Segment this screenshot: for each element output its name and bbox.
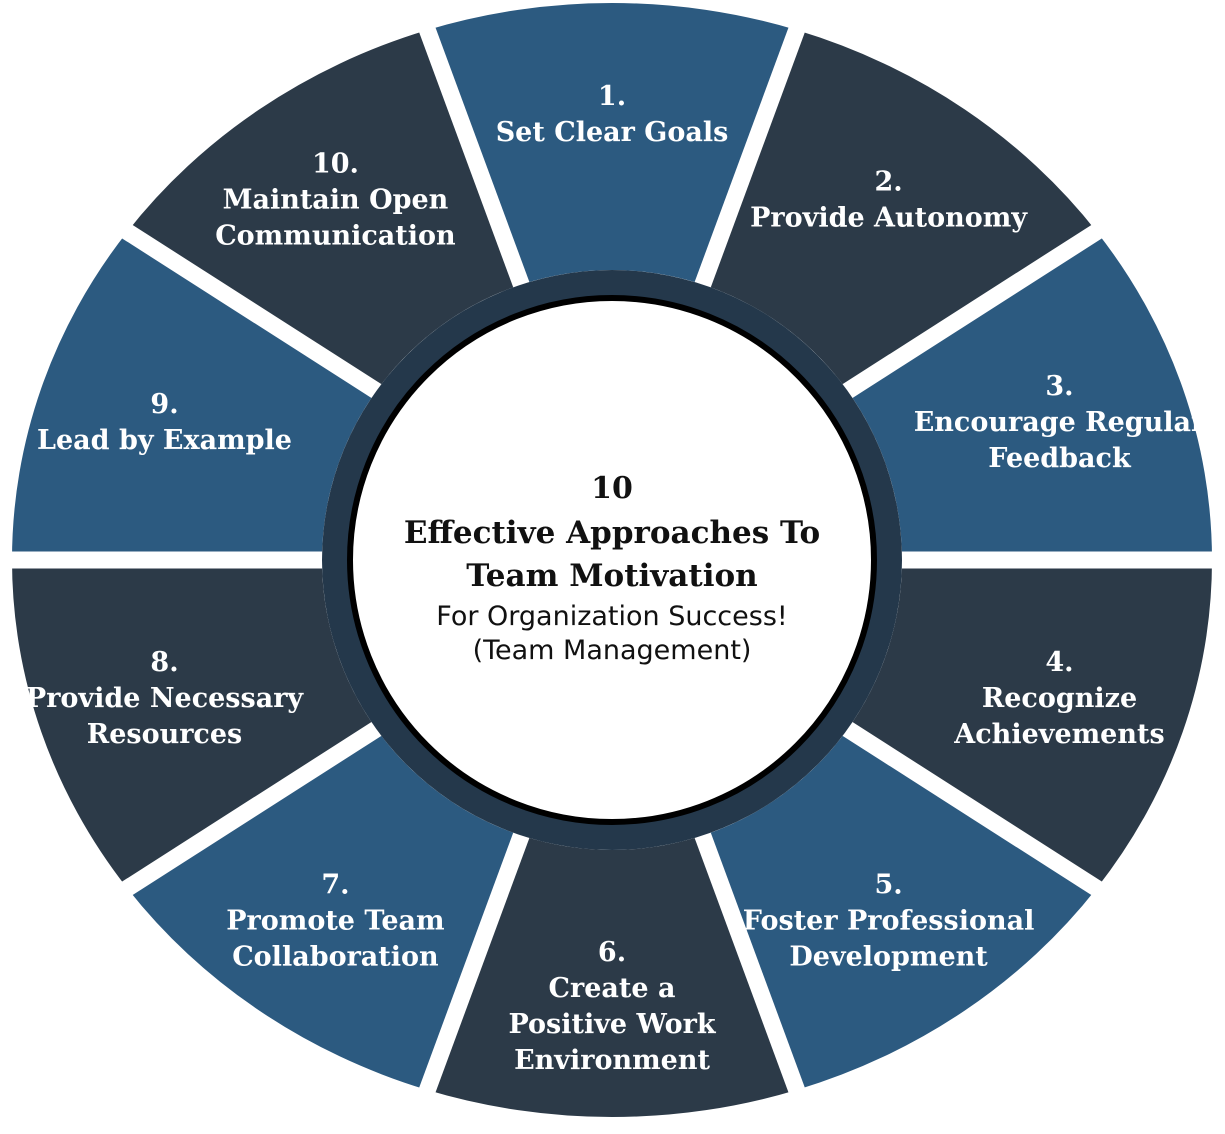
segment-3 xyxy=(846,232,1212,560)
segment-number: 8. xyxy=(150,647,178,678)
segment-label-9: 9. Lead by Example xyxy=(37,389,292,456)
divider-6 xyxy=(684,804,812,1112)
segment-text-line: Collaboration xyxy=(232,942,439,973)
segment-text-line: Foster Professional xyxy=(743,906,1035,937)
center-title-line-1: Effective Approaches To xyxy=(404,515,820,551)
segment-text-line: Provide Autonomy xyxy=(750,202,1028,233)
segment-text-line: Communication xyxy=(215,220,456,251)
wheel-segments xyxy=(12,3,1212,1117)
segment-1 xyxy=(426,3,798,285)
segment-label-1: 1. Set Clear Goals xyxy=(496,81,729,148)
center-disc xyxy=(347,295,877,825)
segment-number: 4. xyxy=(1045,647,1073,678)
segment-text-line: Promote Team xyxy=(226,906,444,937)
segment-number: 9. xyxy=(150,389,178,420)
segment-label-2: 2. Provide Autonomy xyxy=(750,166,1028,233)
segment-text-line: Provide Necessary xyxy=(26,683,305,714)
segment-10 xyxy=(126,30,523,390)
divider-7 xyxy=(412,804,540,1112)
segment-number: 1. xyxy=(598,81,626,112)
segment-text-line: Positive Work xyxy=(508,1009,716,1040)
segment-labels: 1. Set Clear Goals 2. Provide Autonomy 3. Enc… xyxy=(26,81,1206,1076)
segment-text-line: Development xyxy=(789,942,988,973)
segment-text-line: Feedback xyxy=(988,443,1132,474)
segment-text-line: Resources xyxy=(87,719,243,750)
segment-text-line: Achievements xyxy=(953,719,1164,750)
segment-number: 5. xyxy=(874,870,902,901)
segment-9 xyxy=(12,232,378,560)
center-number: 10 xyxy=(591,471,633,506)
divider-2 xyxy=(684,8,812,316)
center-hub: 10 Effective Approaches To Team Motivati… xyxy=(347,295,877,825)
divider-10 xyxy=(105,213,407,415)
wheel-dividers xyxy=(0,8,1225,1112)
divider-1 xyxy=(412,8,540,316)
segment-7 xyxy=(126,730,523,1090)
divider-8 xyxy=(105,705,407,907)
segment-4 xyxy=(846,560,1212,888)
segment-text-line: Lead by Example xyxy=(37,425,292,456)
center-title-line-2: Team Motivation xyxy=(466,558,757,594)
center-subtitle-line-2: (Team Management) xyxy=(473,635,752,666)
divider-3 xyxy=(817,213,1119,415)
divider-5 xyxy=(817,705,1119,907)
segment-text-line: Recognize xyxy=(982,683,1137,714)
segment-number: 10. xyxy=(312,148,359,179)
segment-8 xyxy=(12,560,378,888)
segment-text-line: Encourage Regular xyxy=(914,407,1206,438)
segment-6 xyxy=(426,835,798,1117)
center-subtitle-line-1: For Organization Success! xyxy=(436,601,787,632)
segment-text-line: Set Clear Goals xyxy=(496,117,729,148)
segment-number: 2. xyxy=(874,166,902,197)
segment-5 xyxy=(701,730,1098,1090)
segment-text-line: Create a xyxy=(549,973,676,1004)
segment-number: 7. xyxy=(321,870,349,901)
segment-text-line: Maintain Open xyxy=(223,184,449,215)
segment-text-line: Environment xyxy=(514,1045,710,1076)
segment-number: 6. xyxy=(598,937,626,968)
segment-2 xyxy=(701,30,1098,390)
segment-number: 3. xyxy=(1045,371,1073,402)
